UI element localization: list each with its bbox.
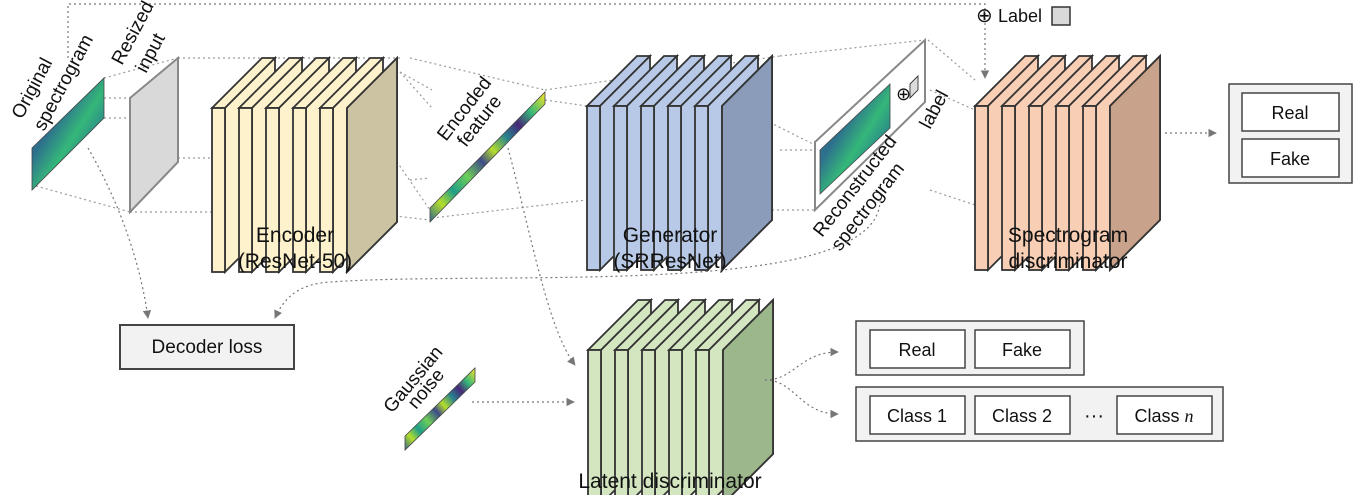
- layer-front-face: [1028, 105, 1043, 271]
- layer-front-face: [586, 105, 601, 271]
- recon-to-decoder-loss-arrow: [274, 199, 881, 319]
- resized-input: [129, 55, 179, 215]
- generator-title: Generator: [623, 224, 718, 247]
- classn-box: [1116, 395, 1213, 435]
- spec-disc-fake-label: Fake: [1270, 149, 1310, 169]
- latent-fake-label: Fake: [1002, 340, 1042, 360]
- encoded-feature: [429, 91, 546, 223]
- class1-label: Class 1: [887, 406, 947, 426]
- layer-front-face: [292, 107, 307, 273]
- legend-label-square: [1051, 6, 1071, 26]
- latent-fake-box: [974, 329, 1071, 369]
- layer-front-face: [265, 107, 280, 273]
- latent-discriminator-title: Latent discriminator: [578, 470, 761, 493]
- oplus-symbol: ⊕: [896, 84, 911, 104]
- encoder-title: Encoder: [256, 224, 334, 247]
- spectrogram-discriminator-title-2: discriminator: [1008, 250, 1127, 273]
- latent-real-box: [869, 329, 966, 369]
- layer-back-slab: [721, 53, 773, 273]
- latent-real-label: Real: [898, 340, 935, 360]
- legend-oplus: ⊕: [976, 5, 993, 27]
- reconstructed-spectrogram: [814, 37, 926, 213]
- generator-subtitle: (SRResNet): [613, 250, 726, 273]
- layer-back-slab: [1109, 53, 1161, 273]
- spec-disc-real-box: [1241, 92, 1340, 132]
- generator-block-stack: [584, 53, 773, 273]
- layer-front-face: [1001, 105, 1016, 271]
- class2-label: Class 2: [992, 406, 1052, 426]
- classn-label: Class n: [1134, 406, 1193, 426]
- layer-front-face: [614, 349, 629, 495]
- class-ellipsis: ···: [1084, 405, 1104, 427]
- encoder-block-stack: [209, 55, 398, 275]
- layer-front-face: [667, 105, 682, 271]
- layer-front-face: [695, 349, 710, 495]
- latent-to-realfake-arrow: [764, 347, 839, 381]
- spectrogram-discriminator-block-stack: [972, 53, 1161, 273]
- latent-discriminator-block-stack: [585, 297, 774, 495]
- encoded-to-latent-arrow: [507, 147, 576, 366]
- latent-to-class-arrow: [764, 379, 839, 419]
- original-spectrogram: [31, 77, 105, 191]
- gaussian-noise: [404, 367, 476, 451]
- spec-disc-fake-box: [1241, 138, 1340, 178]
- layer-front-face: [640, 105, 655, 271]
- layer-front-face: [1055, 105, 1070, 271]
- layer-front-face: [974, 105, 989, 271]
- label-feedback-arrow: [67, 3, 990, 79]
- layer-front-face: [613, 105, 628, 271]
- layer-front-face: [668, 349, 683, 495]
- layer-front-face: [1082, 105, 1097, 271]
- layer-back-slab: [722, 297, 774, 495]
- encoder-subtitle: (ResNet-50): [238, 250, 352, 273]
- layer-front-face: [694, 105, 709, 271]
- orig-to-decoder-loss-arrow: [87, 147, 152, 319]
- spectrogram-discriminator-title: Spectrogram: [1008, 224, 1128, 247]
- layer-back-slab: [346, 55, 398, 275]
- layer-front-face: [211, 107, 226, 273]
- class2-box: [974, 395, 1071, 435]
- legend-label: Label: [998, 6, 1042, 26]
- spec-disc-real-label: Real: [1271, 103, 1308, 123]
- decoder-loss-box: [119, 324, 295, 370]
- class1-box: [869, 395, 966, 435]
- layer-front-face: [238, 107, 253, 273]
- decoder-loss-label: Decoder loss: [152, 337, 263, 358]
- layer-front-face: [641, 349, 656, 495]
- layer-front-face: [319, 107, 334, 273]
- layer-front-face: [587, 349, 602, 495]
